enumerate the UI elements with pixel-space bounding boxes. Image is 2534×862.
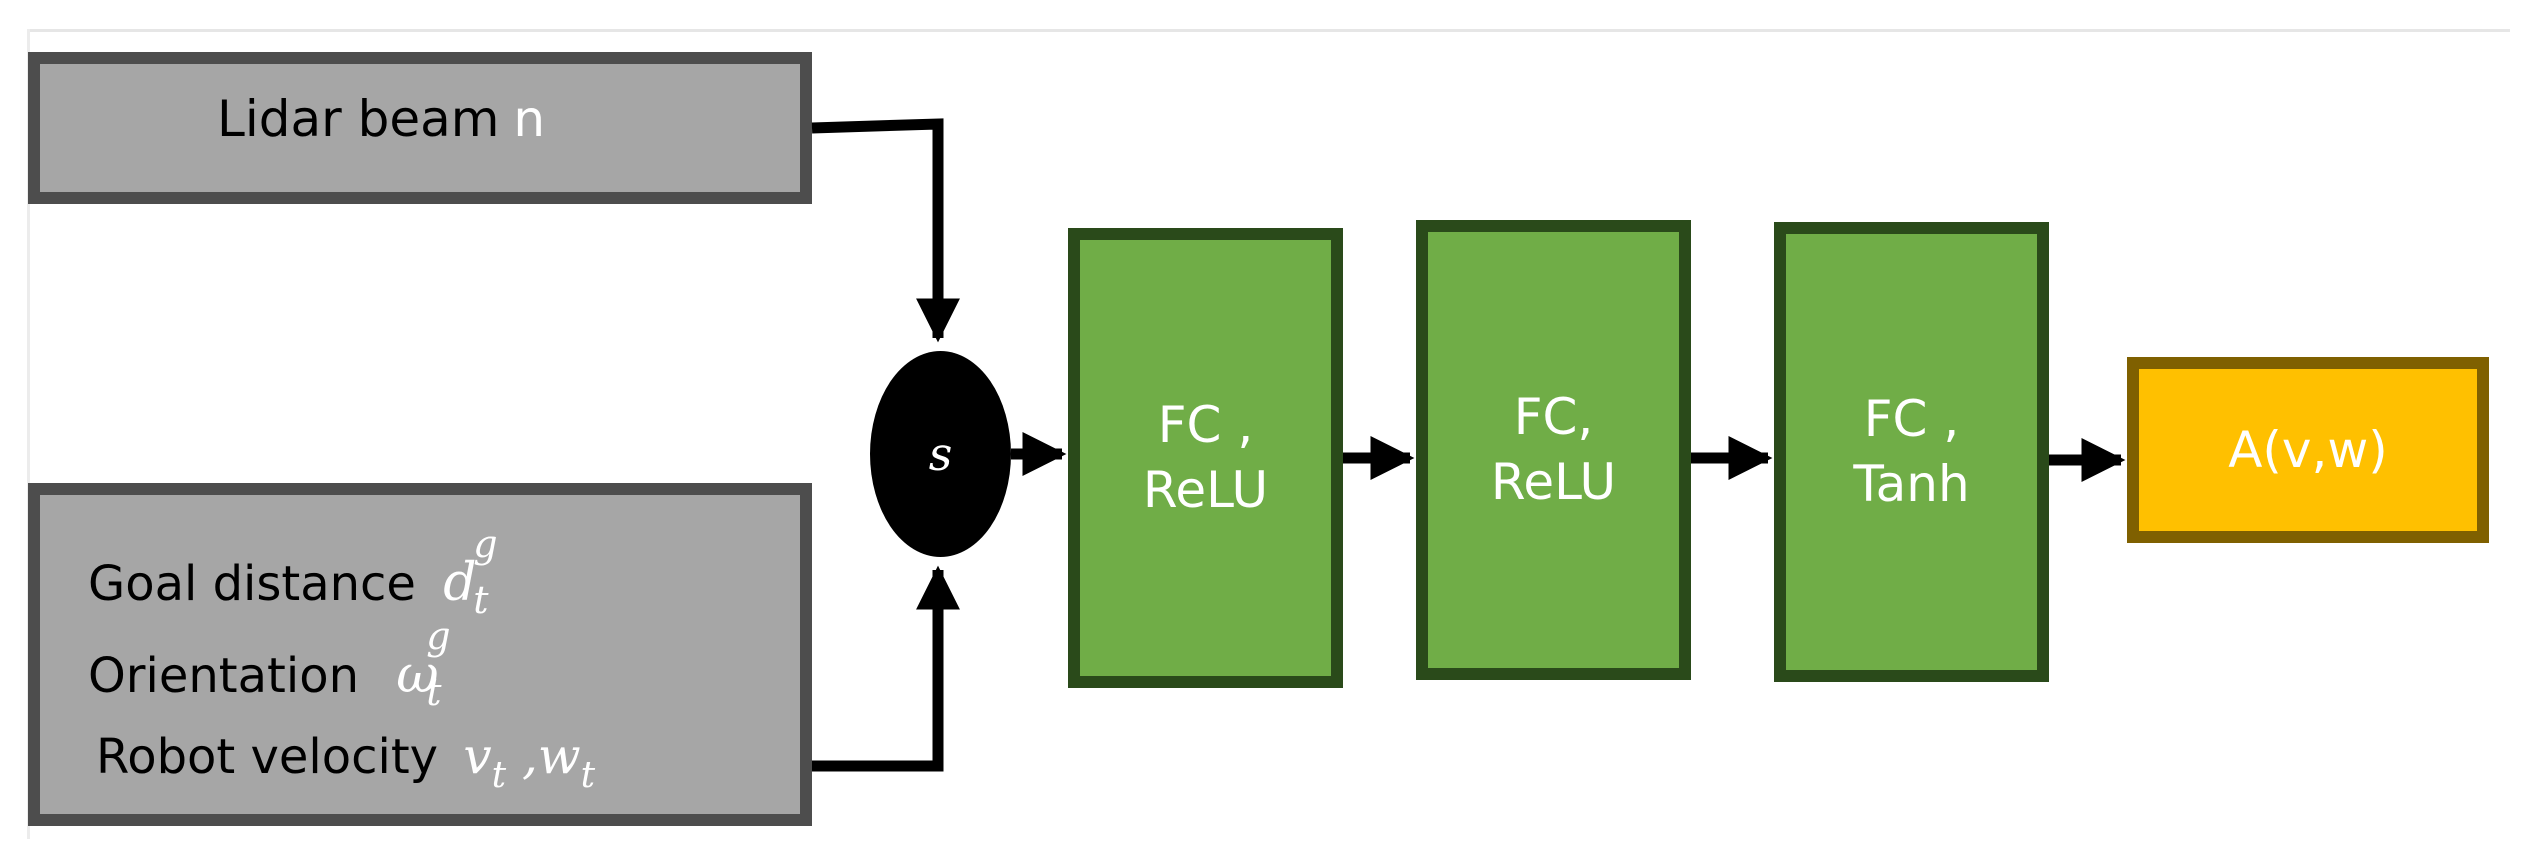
fc-layer-2-activation: ReLU: [1490, 453, 1617, 511]
state-node: s: [870, 351, 1011, 557]
orientation-label: Orientation: [88, 648, 359, 704]
orientation-base: ω: [396, 645, 439, 705]
orientation-symbol: ω g t: [396, 617, 450, 711]
fc-layer-2-type: FC,: [1513, 388, 1594, 446]
lidar-to-state-arrow: [811, 118, 960, 343]
goal-distance-label: Goal distance: [88, 556, 416, 612]
goal-distance-sub: t: [473, 578, 489, 622]
state-node-label: s: [928, 427, 953, 481]
goal-distance-base: d: [443, 553, 477, 613]
frame-left-line: [27, 29, 30, 839]
goal-distance-symbol: d g t: [443, 525, 497, 619]
fc-layer-1: FC , ReLU: [1068, 228, 1343, 688]
lidar-symbol: n: [513, 90, 546, 148]
state-to-node-arrow: [812, 565, 960, 772]
state-input-box: Goal distance d g t Orientation ω g t Ro…: [28, 483, 812, 826]
velocity-separator: ,: [506, 727, 538, 785]
output-label: A(v,w): [2228, 421, 2388, 479]
velocity-w-sub: t: [580, 755, 596, 796]
orientation-sup: g: [426, 614, 451, 658]
fc-layer-1-activation: ReLU: [1142, 461, 1269, 519]
output-box: A(v,w): [2127, 357, 2489, 543]
fc-layer-3: FC , Tanh: [1774, 222, 2049, 682]
robot-velocity-symbol: vt ,wt: [463, 727, 595, 794]
velocity-v: v: [463, 727, 492, 785]
fc-layer-2: FC, ReLU: [1416, 220, 1691, 680]
velocity-v-sub: t: [491, 755, 507, 796]
orientation-sub: t: [426, 670, 442, 714]
goal-distance-sup: g: [473, 522, 498, 566]
fc-layer-3-type: FC ,: [1863, 390, 1960, 448]
orientation-row: Orientation ω g t: [88, 617, 451, 711]
lidar-label: Lidar beam: [217, 90, 500, 148]
fc-layer-1-type: FC ,: [1157, 396, 1254, 454]
fc-layer-3-activation: Tanh: [1853, 455, 1970, 513]
robot-velocity-label: Robot velocity: [96, 729, 439, 785]
velocity-w: w: [537, 727, 581, 785]
robot-velocity-row: Robot velocity vt ,wt: [96, 731, 595, 794]
goal-distance-row: Goal distance d g t: [88, 525, 498, 619]
frame-top-line: [30, 29, 2510, 32]
